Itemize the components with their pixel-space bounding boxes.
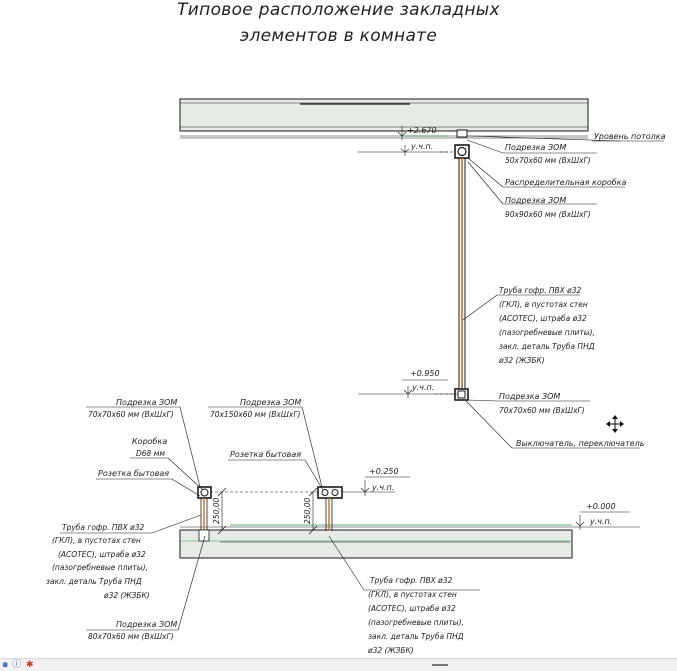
drawing-title-line-1: Типовое расположение закладных (177, 0, 500, 20)
cut-switch-dims: 70х70х60 мм (ВхШхГ) (499, 406, 585, 415)
left-dim-label: 250,00 (212, 498, 221, 524)
box-dims: D68 мм (136, 449, 165, 458)
svg-text:(пазогребневые плиты),: (пазогребневые плиты), (499, 328, 595, 337)
junction-box-label: Распределительная коробка (505, 178, 626, 187)
cut-switch-label: Подрезка ЗОМ (499, 392, 560, 401)
top-uchp-mark (357, 145, 458, 156)
cut-top-2-label: Подрезка ЗОМ (505, 196, 566, 205)
status-bar: ▪ ⓘ ✱ (0, 658, 677, 671)
cut-bottom-label: Подрезка ЗОМ (116, 620, 177, 629)
left-dimension (217, 487, 227, 535)
cut-left-top-label: Подрезка ЗОМ (116, 398, 177, 407)
box-label: Коробка (132, 437, 167, 446)
cut-top-1-label: Подрезка ЗОМ (505, 143, 566, 152)
ceiling-level-arrow (397, 126, 448, 140)
pipe-right-description: Труба гофр. ПВХ ø32 (ГКЛ), в пустотах ст… (498, 286, 595, 365)
junction-box-icon (454, 129, 470, 159)
svg-text:ø32 (ЖЗБК): ø32 (ЖЗБК) (367, 646, 414, 655)
vertical-pipe-right (458, 158, 466, 389)
svg-text:(АСОТЕС), штраба ø32: (АСОТЕС), штраба ø32 (58, 550, 146, 559)
svg-text:(ГКЛ), в пустотах стен: (ГКЛ), в пустотах стен (52, 536, 141, 545)
top-uchp-label: у.ч.п. (410, 142, 433, 151)
cut-top-2-dims: 90х90х60 мм (ВхШхГ) (505, 210, 591, 219)
info-icon[interactable]: ⓘ (12, 660, 22, 670)
callout-lines-right (462, 139, 640, 449)
switch-uchp-label: у.ч.п. (411, 383, 434, 392)
mid-socket-icon (317, 486, 343, 499)
ceiling-level-mark: +2.670 (407, 126, 437, 135)
svg-text:закл. деталь Труба ПНД: закл. деталь Труба ПНД (499, 342, 595, 351)
switch-level-mark (358, 379, 458, 398)
svg-text:Труба гофр. ПВХ ø32: Труба гофр. ПВХ ø32 (499, 286, 582, 295)
socket-mid-label: Розетка бытовая (230, 450, 301, 459)
cut-top-1-dims: 50х70х60 мм (ВхШхГ) (505, 156, 591, 165)
cut-left-top-dims: 70х70х60 мм (ВхШхГ) (88, 410, 174, 419)
ceiling-level-line (180, 135, 664, 142)
floor-uchp-label: у.ч.п. (589, 517, 612, 526)
svg-text:Труба гофр. ПВХ ø32: Труба гофр. ПВХ ø32 (370, 576, 453, 585)
drawing-title-line-2: элементов в комнате (239, 26, 438, 46)
cut-bottom-dims: 80х70х60 мм (ВхШхГ) (88, 632, 174, 641)
socket-uchp-label: у.ч.п. (371, 483, 394, 492)
svg-text:(пазогребневые плиты),: (пазогребневые плиты), (368, 618, 464, 627)
move-cursor-icon[interactable] (606, 415, 624, 433)
switch-box-icon (454, 388, 469, 401)
pipe-left-description: Труба гофр. ПВХ ø32 (ГКЛ), в пустотах ст… (46, 523, 150, 600)
socket-level-value: +0.250 (369, 467, 399, 476)
socket-left-label: Розетка бытовая (98, 469, 169, 478)
cut-mid-top-label: Подрезка ЗОМ (240, 398, 301, 407)
status-icon[interactable]: ▪ (2, 660, 9, 670)
svg-text:(ГКЛ), в пустотах стен: (ГКЛ), в пустотах стен (368, 590, 457, 599)
left-pipe (198, 498, 210, 542)
floor-level-mark (180, 511, 640, 530)
svg-text:(пазогребневые плиты),: (пазогребневые плиты), (52, 563, 148, 572)
svg-text:Труба гофр. ПВХ ø32: Труба гофр. ПВХ ø32 (62, 523, 145, 532)
floor-slab (179, 529, 573, 559)
svg-text:(АСОТЕС), штраба ø32: (АСОТЕС), штраба ø32 (368, 604, 456, 613)
mid-dimension (308, 487, 318, 535)
svg-text:ø32 (ЖЗБК): ø32 (ЖЗБК) (103, 591, 150, 600)
mid-pipe (325, 498, 333, 531)
pipe-bottom-description: Труба гофр. ПВХ ø32 (ГКЛ), в пустотах ст… (367, 576, 464, 655)
svg-text:закл. деталь Труба ПНД: закл. деталь Труба ПНД (368, 632, 464, 641)
svg-text:(АСОТЕС), штраба ø32: (АСОТЕС), штраба ø32 (499, 314, 587, 323)
svg-text:закл. деталь Труба ПНД: закл. деталь Труба ПНД (46, 577, 142, 586)
svg-text:ø32 (ЖЗБК): ø32 (ЖЗБК) (498, 356, 545, 365)
switch-level-value: +0.950 (410, 369, 440, 378)
switch-label: Выключатель, переключатель (516, 439, 645, 448)
ceiling-slab (179, 98, 589, 132)
status-bar-indicator (432, 664, 448, 666)
settings-icon[interactable]: ✱ (26, 660, 34, 670)
ceiling-level-label: Уровень потолка (594, 132, 666, 141)
callout-lines-left (60, 406, 480, 631)
mid-dim-label: 250,00 (303, 498, 312, 524)
floor-level-value: +0.000 (586, 502, 616, 511)
cut-mid-top-dims: 70х150х60 мм (ВхШхГ) (210, 410, 301, 419)
svg-text:(ГКЛ), в пустотах стен: (ГКЛ), в пустотах стен (499, 300, 588, 309)
left-socket-icon (197, 486, 212, 499)
